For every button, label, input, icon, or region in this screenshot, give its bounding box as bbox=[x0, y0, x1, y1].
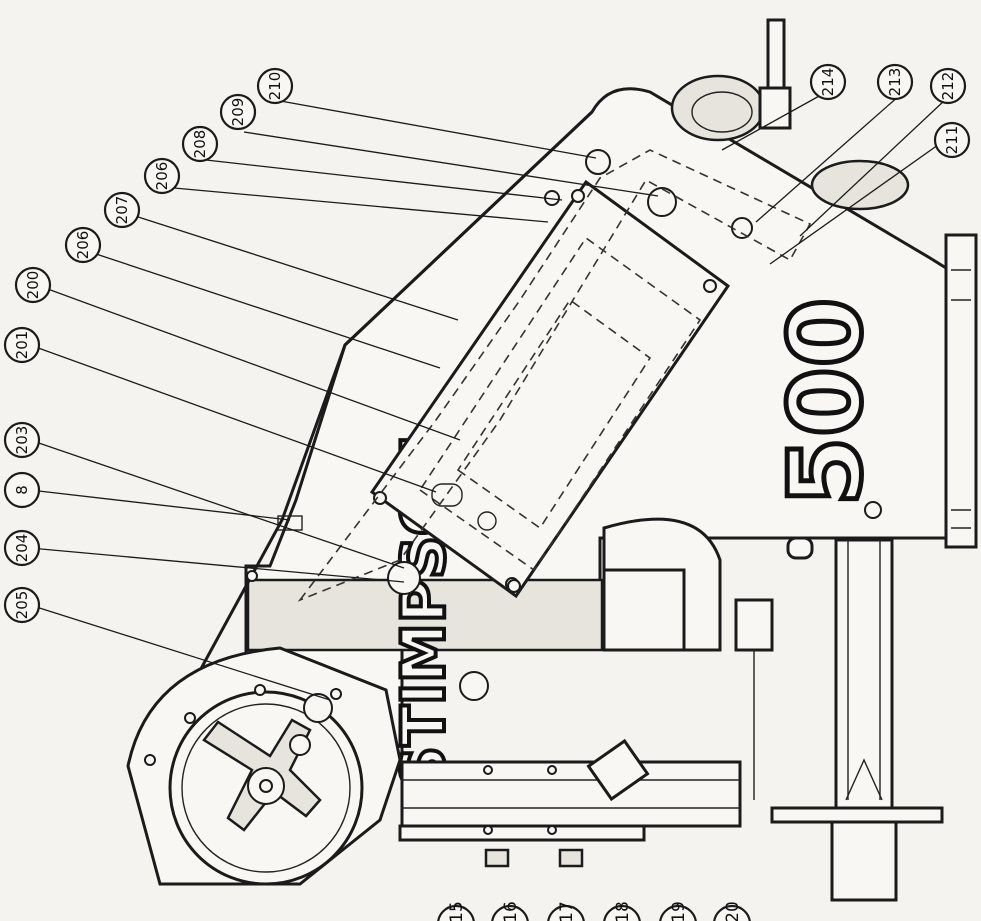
belt-hidden bbox=[297, 149, 812, 602]
callout-bubble: 204 bbox=[3, 529, 41, 567]
callout-label: 18 bbox=[613, 901, 633, 921]
bearing-icon bbox=[459, 671, 489, 701]
screw-icon bbox=[864, 501, 882, 519]
callout-bubble: 206 bbox=[143, 157, 181, 195]
screw-icon bbox=[254, 684, 266, 696]
motor-cover bbox=[369, 179, 731, 599]
screw-icon bbox=[703, 279, 717, 293]
screw-icon bbox=[246, 570, 258, 582]
callout-label: 17 bbox=[557, 901, 577, 921]
callout-label: 211 bbox=[943, 126, 961, 155]
callout-bubble: 18 bbox=[603, 901, 641, 921]
callout-label: 206 bbox=[74, 231, 92, 260]
bottom-callouts: 15 16 17 18 19 20 bbox=[437, 901, 751, 921]
callout-label: 204 bbox=[13, 534, 31, 563]
callout-bubble: 15 bbox=[437, 901, 475, 921]
callout-label: 200 bbox=[24, 271, 42, 300]
model-number: 500 bbox=[767, 298, 884, 507]
table-support bbox=[770, 536, 944, 902]
callout-label: 201 bbox=[13, 331, 31, 360]
upper-clamp bbox=[586, 517, 774, 802]
screw-icon bbox=[483, 825, 493, 835]
motor-pulley bbox=[670, 18, 910, 211]
callout-bubble: 213 bbox=[876, 63, 914, 101]
adjuster-icon bbox=[303, 693, 333, 723]
pivot-icon bbox=[387, 561, 421, 595]
screw-icon bbox=[547, 765, 557, 775]
callout-label: 212 bbox=[939, 72, 957, 101]
screw-icon bbox=[483, 765, 493, 775]
screw-icon bbox=[144, 754, 156, 766]
callout-label: 15 bbox=[447, 901, 467, 921]
callout-label: 206 bbox=[153, 162, 171, 191]
callout-bubble: 208 bbox=[181, 125, 219, 163]
callout-bubble: 201 bbox=[3, 326, 41, 364]
callout-bubble: 211 bbox=[933, 121, 971, 159]
callout-label: 209 bbox=[229, 98, 247, 127]
callout-bubble: 17 bbox=[547, 901, 585, 921]
screw-icon bbox=[507, 579, 521, 593]
callout-bubble: 206 bbox=[64, 226, 102, 264]
callout-bubble: 8 bbox=[3, 471, 41, 509]
callout-label: 19 bbox=[669, 901, 689, 921]
callout-bubble: 212 bbox=[929, 67, 967, 105]
callout-bubble: 205 bbox=[3, 586, 41, 624]
screw-icon bbox=[373, 491, 387, 505]
base-plate bbox=[944, 233, 978, 549]
screw-icon bbox=[184, 712, 196, 724]
callout-label: 8 bbox=[13, 485, 31, 495]
callout-bubble: 210 bbox=[256, 67, 294, 105]
leader-lines bbox=[29, 89, 946, 701]
callout-bubble: 19 bbox=[659, 901, 697, 921]
callout-bubble: 20 bbox=[713, 901, 751, 921]
lower-arm bbox=[398, 760, 742, 868]
callout-label: 20 bbox=[723, 901, 743, 921]
callout-bubble: 209 bbox=[219, 93, 257, 131]
callout-label: 213 bbox=[886, 68, 904, 97]
callout-label: 203 bbox=[13, 426, 31, 455]
bearing-icon bbox=[647, 187, 677, 217]
callout-label: 208 bbox=[191, 130, 209, 159]
callout-bubble: 214 bbox=[809, 63, 847, 101]
lower-wheel bbox=[126, 646, 402, 886]
screw-icon bbox=[731, 217, 753, 239]
screw-icon bbox=[330, 688, 342, 700]
belt-line bbox=[146, 110, 594, 767]
callouts: 210 209 208 206 207 206 200 201 bbox=[3, 63, 971, 624]
callout-label: 205 bbox=[13, 591, 31, 620]
callout-label: 210 bbox=[266, 72, 284, 101]
callout-bubble: 207 bbox=[103, 191, 141, 229]
screw-icon bbox=[571, 189, 585, 203]
screw-icon bbox=[289, 734, 311, 756]
screw-icon bbox=[585, 149, 611, 175]
screw-icon bbox=[547, 825, 557, 835]
callout-label: 16 bbox=[501, 901, 521, 921]
callout-bubble: 203 bbox=[3, 421, 41, 459]
callout-label: 207 bbox=[113, 196, 131, 225]
callout-label: 214 bbox=[819, 68, 837, 97]
callout-bubble: 200 bbox=[14, 266, 52, 304]
callout-bubble: 16 bbox=[491, 901, 529, 921]
